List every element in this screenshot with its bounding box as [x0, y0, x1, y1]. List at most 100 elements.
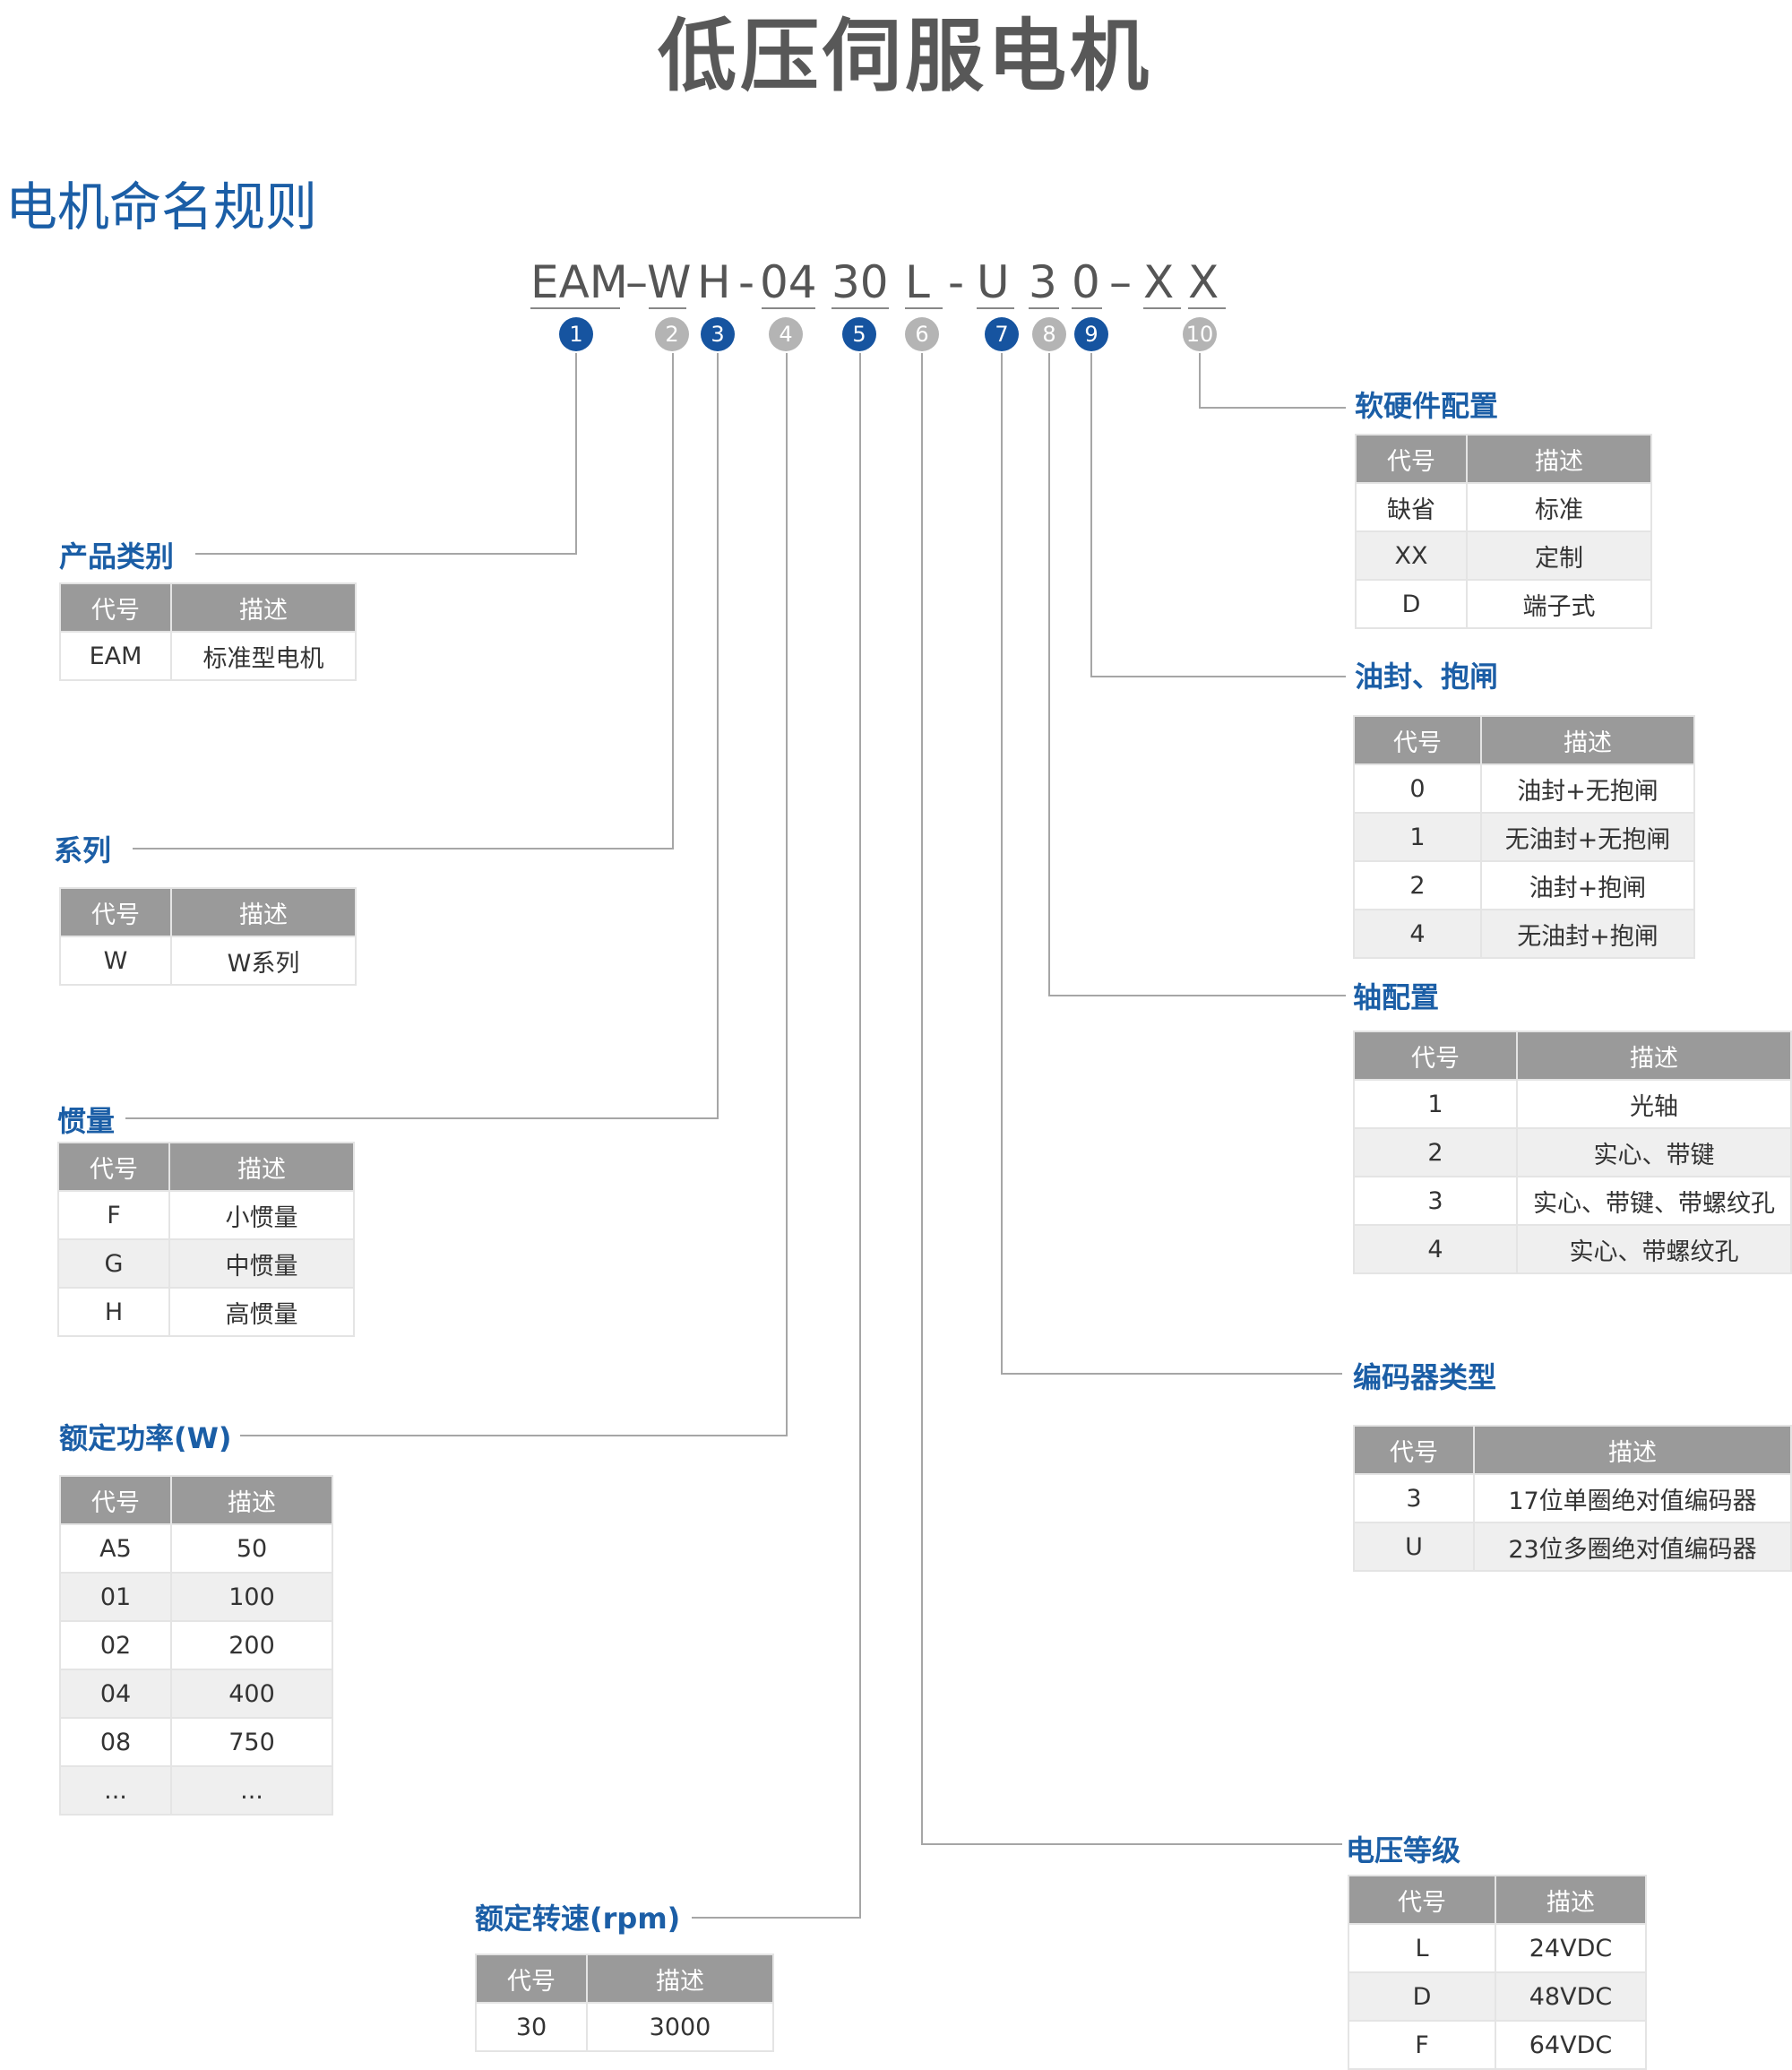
cell-code: EAM [59, 631, 172, 681]
cell-code: 2 [1353, 1127, 1518, 1177]
cell-desc: 64VDC [1495, 2020, 1647, 2070]
connector-line [1090, 676, 1346, 677]
col-header-code: 代号 [59, 582, 172, 633]
cell-code: 01 [59, 1572, 172, 1622]
connector-line [786, 353, 788, 1436]
badge-9: 9 [1074, 317, 1108, 351]
connector-line [921, 1843, 1342, 1845]
cell-code: L [1348, 1923, 1496, 1973]
connector-line [125, 1117, 719, 1119]
cell-code: 1 [1353, 1079, 1518, 1129]
cell-code: XX [1355, 530, 1468, 581]
code-part-h: H [697, 256, 731, 308]
col-header-code: 代号 [1348, 1875, 1496, 1925]
code-dash: - [738, 256, 755, 308]
badge-3: 3 [701, 317, 735, 351]
code-part-w: W [647, 256, 692, 308]
connector-line [1199, 353, 1201, 409]
col-header-code: 代号 [1355, 434, 1468, 484]
code-underline [1029, 307, 1059, 309]
cell-code: U [1353, 1522, 1475, 1572]
badge-2: 2 [655, 317, 689, 351]
cell-code: 2 [1353, 860, 1482, 910]
cell-desc: 端子式 [1466, 579, 1652, 629]
cell-code: 08 [59, 1717, 172, 1767]
cell-code: F [1348, 2020, 1496, 2070]
section-title-hw-sw-config: 软硬件配置 [1355, 389, 1499, 423]
cell-desc: 标准 [1466, 482, 1652, 532]
cell-desc: 油封+无抱闸 [1480, 763, 1695, 814]
connector-line [692, 1917, 861, 1919]
col-header-desc: 描述 [1480, 715, 1695, 765]
cell-desc: 实心、带键、带螺纹孔 [1516, 1176, 1792, 1226]
cell-code: 30 [475, 2002, 588, 2052]
section-title-voltage-level: 电压等级 [1346, 1833, 1461, 1867]
cell-code: H [57, 1287, 170, 1337]
cell-code: 缺省 [1355, 482, 1468, 532]
code-dash: - [948, 256, 965, 308]
badge-4: 4 [769, 317, 803, 351]
cell-desc: 定制 [1466, 530, 1652, 581]
section-title-inertia: 惯量 [57, 1104, 116, 1138]
col-header-code: 代号 [1353, 1031, 1518, 1081]
cell-desc: 标准型电机 [170, 631, 357, 681]
connector-line [195, 553, 577, 555]
code-part-x1: X [1143, 256, 1175, 308]
cell-code: 0 [1353, 763, 1482, 814]
col-header-desc: 描述 [1495, 1875, 1647, 1925]
code-part-u: U [977, 256, 1010, 308]
badge-1: 1 [559, 317, 593, 351]
col-header-desc: 描述 [170, 887, 357, 937]
cell-desc: 无油封+无抱闸 [1480, 812, 1695, 862]
page-title: 低压伺服电机 [657, 10, 1152, 102]
cell-desc: 实心、带键 [1516, 1127, 1792, 1177]
code-part-0: 0 [1072, 256, 1100, 308]
badge-8: 8 [1032, 317, 1066, 351]
col-header-desc: 描述 [1473, 1425, 1792, 1475]
cell-code: A5 [59, 1523, 172, 1574]
connector-line [575, 353, 577, 555]
cell-desc: 200 [170, 1620, 333, 1670]
col-header-code: 代号 [1353, 1425, 1475, 1475]
code-underline [762, 307, 815, 309]
connector-line [1001, 1373, 1342, 1375]
cell-desc: 光轴 [1516, 1079, 1792, 1129]
section-title-oil-seal-brake: 油封、抱闸 [1355, 660, 1499, 694]
connector-line [1048, 353, 1050, 996]
cell-desc: 750 [170, 1717, 333, 1767]
cell-desc: 23位多圈绝对值编码器 [1473, 1522, 1792, 1572]
col-header-desc: 描述 [170, 1475, 333, 1525]
section-title-encoder-type: 编码器类型 [1353, 1360, 1497, 1394]
cell-code: 3 [1353, 1473, 1475, 1523]
col-header-desc: 描述 [1516, 1031, 1792, 1081]
cell-desc: 无油封+抱闸 [1480, 909, 1695, 959]
code-part-l: L [905, 256, 930, 308]
cell-desc: 实心、带螺纹孔 [1516, 1224, 1792, 1274]
col-header-code: 代号 [475, 1954, 588, 2004]
col-header-code: 代号 [1353, 715, 1482, 765]
table-row: ...... [59, 1765, 333, 1816]
code-underline [1188, 307, 1226, 309]
code-underline [1072, 307, 1102, 309]
section-title-shaft-config: 轴配置 [1353, 980, 1440, 1014]
cell-code: ... [59, 1765, 172, 1816]
code-part-30: 30 [831, 256, 889, 308]
cell-desc: 24VDC [1495, 1923, 1647, 1973]
section-title-series: 系列 [54, 833, 112, 867]
cell-desc: 中惯量 [168, 1238, 355, 1289]
